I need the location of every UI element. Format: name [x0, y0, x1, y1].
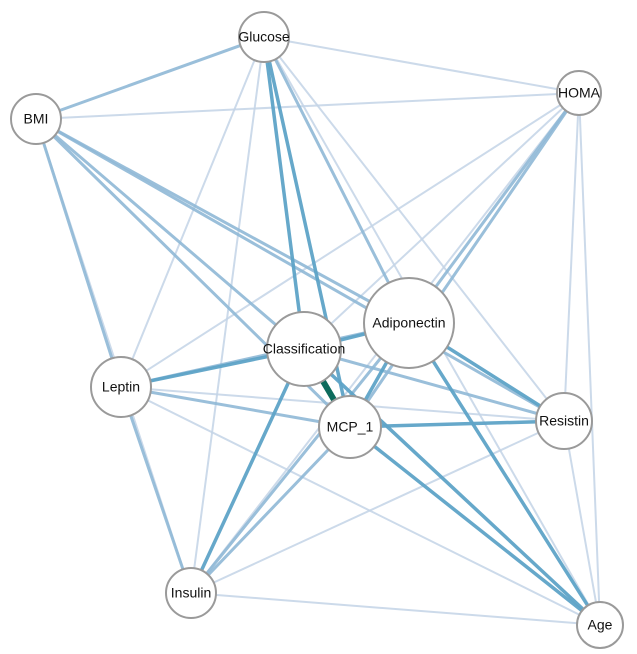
edge-mcp1-age	[348, 425, 602, 627]
edge-resistin-insulin	[190, 420, 565, 594]
node-homa[interactable]: HOMA	[556, 70, 602, 116]
edge-glucose-leptin	[120, 36, 265, 388]
node-leptin[interactable]: Leptin	[90, 356, 152, 418]
node-label: Insulin	[171, 585, 211, 601]
edge-leptin-age	[120, 386, 601, 626]
edge-glucose-homa	[263, 36, 580, 94]
node-age[interactable]: Age	[576, 601, 624, 649]
node-adiponectin[interactable]: Adiponectin	[363, 277, 455, 369]
edge-bmi-homa	[35, 92, 580, 120]
edge-glucose-resistin	[263, 36, 565, 422]
edge-mcp1-resistin	[348, 419, 566, 429]
edge-classification-age	[302, 347, 602, 627]
edge-mcp1-insulin	[189, 425, 352, 595]
edge-homa-leptin	[120, 92, 580, 388]
node-label: Leptin	[102, 379, 140, 395]
node-layer: Glucose BMI HOMA Adiponectin Classificat…	[10, 11, 624, 649]
edge-glucose-insulin	[190, 36, 265, 594]
node-label: Age	[588, 617, 613, 633]
edge-homa-classification	[303, 92, 580, 350]
node-mcp1[interactable]: MCP_1	[318, 395, 382, 459]
edge-glucose-classification	[262, 35, 306, 351]
node-bmi[interactable]: BMI	[10, 93, 62, 145]
edge-bmi-leptin	[34, 117, 123, 389]
edge-homa-mcp1	[348, 91, 581, 429]
node-resistin[interactable]: Resistin	[535, 392, 593, 450]
node-classification[interactable]: Classification	[263, 311, 345, 387]
edge-classification-resistin	[302, 347, 566, 423]
edge-bmi-resistin	[34, 117, 566, 423]
edge-leptin-insulin	[119, 385, 193, 595]
node-label: Resistin	[539, 413, 589, 429]
edge-bmi-classification	[34, 117, 306, 351]
edge-leptin-mcp1	[119, 385, 352, 429]
edge-classification-insulin	[189, 347, 306, 595]
node-label: BMI	[24, 111, 49, 127]
node-label: Classification	[263, 341, 345, 357]
node-glucose[interactable]: Glucose	[238, 11, 290, 63]
edge-adiponectin-age	[407, 321, 602, 627]
edge-homa-adiponectin	[407, 91, 581, 325]
edge-insulin-age	[190, 592, 601, 626]
edge-glucose-adiponectin	[262, 35, 411, 325]
node-insulin[interactable]: Insulin	[165, 567, 217, 619]
node-label: Glucose	[238, 29, 290, 45]
edge-homa-resistin	[563, 92, 580, 422]
edge-glucose-bmi	[34, 35, 266, 121]
node-label: MCP_1	[327, 419, 374, 435]
edge-homa-age	[578, 92, 601, 626]
edge-resistin-age	[563, 420, 601, 626]
node-label: Adiponectin	[372, 315, 445, 331]
node-label: HOMA	[558, 85, 601, 101]
